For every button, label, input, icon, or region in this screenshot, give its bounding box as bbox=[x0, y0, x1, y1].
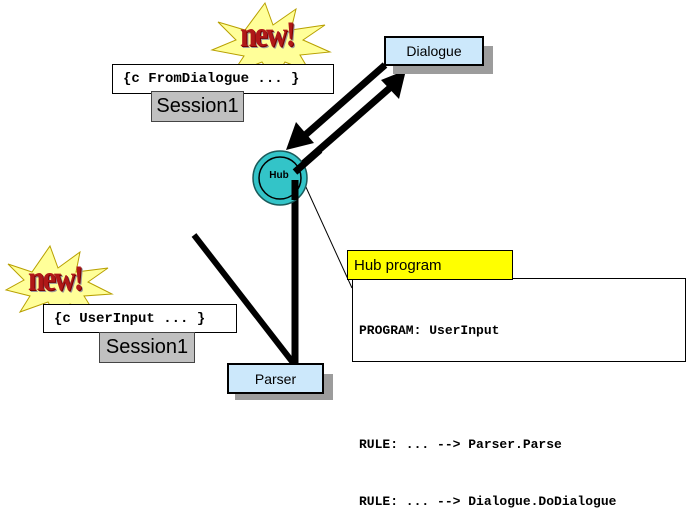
from-dialogue-message: {c FromDialogue ... } bbox=[112, 64, 334, 94]
hub-program-line bbox=[359, 378, 679, 397]
hub-program-line: PROGRAM: UserInput bbox=[359, 323, 500, 338]
parser-module[interactable]: Parser bbox=[227, 363, 324, 394]
new-badge-bottom: new! bbox=[28, 258, 84, 299]
arrow-hub-to-dialogue-overlay bbox=[292, 147, 323, 175]
arrowhead-to-hub bbox=[286, 122, 314, 150]
hub-node-inner bbox=[258, 156, 302, 200]
line-userinput-to-parser bbox=[191, 233, 297, 366]
session-label-bottom: Session1 bbox=[99, 332, 195, 363]
hub-program-callout-line bbox=[304, 184, 353, 289]
dialogue-module[interactable]: Dialogue bbox=[384, 36, 484, 66]
connection-lines bbox=[4, 1, 406, 366]
hub-program-title: Hub program bbox=[347, 250, 513, 280]
arrowhead-to-dialogue bbox=[381, 70, 406, 99]
new-badge-top: new! bbox=[240, 14, 296, 55]
new-star-top bbox=[210, 1, 332, 81]
arrow-dialogue-to-hub bbox=[300, 62, 388, 140]
hub-program-line: RULE: ... --> Dialogue.DoDialogue bbox=[359, 494, 617, 509]
hub-program-box: PROGRAM: UserInput RULE: ... --> Parser.… bbox=[352, 278, 686, 509]
user-input-message: {c UserInput ... } bbox=[43, 304, 237, 333]
session-label-top: Session1 bbox=[151, 91, 244, 122]
hub-label: Hub bbox=[269, 170, 289, 181]
hub-program-line: RULE: ... --> Parser.Parse bbox=[359, 437, 562, 452]
